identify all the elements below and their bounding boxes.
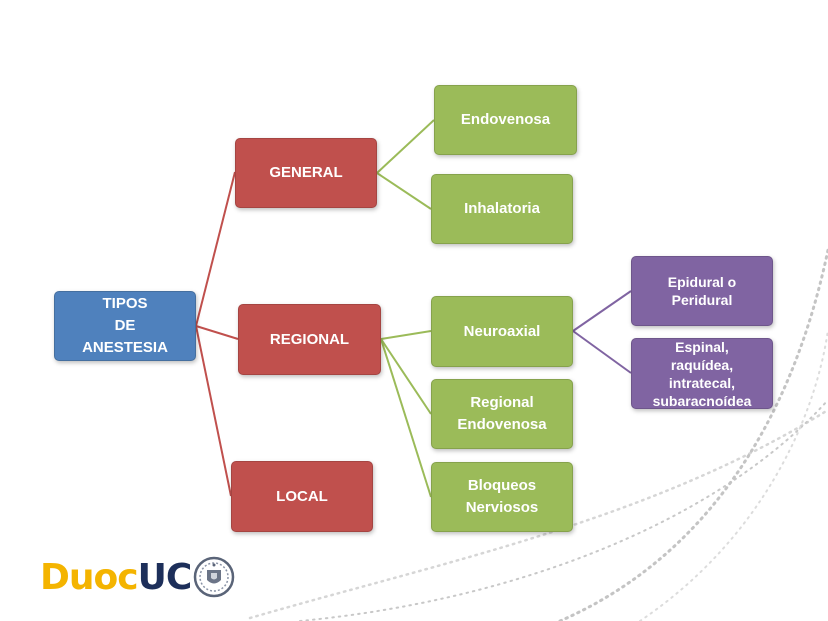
node-general: GENERAL — [235, 138, 377, 208]
link-root-local — [195, 325, 232, 497]
link-root-general — [195, 171, 236, 327]
node-regional-endovenosa: Regional Endovenosa — [431, 379, 573, 449]
link-root-regional — [195, 325, 239, 340]
node-epidural-peridural: Epidural o Peridural — [631, 256, 773, 326]
node-neuroaxial: Neuroaxial — [431, 296, 573, 367]
node-tipos-de-anestesia: TIPOS DE ANESTESIA — [54, 291, 196, 361]
node-inhalatoria: Inhalatoria — [431, 174, 573, 244]
duoc-uc-logo: Duoc UC — [40, 555, 235, 599]
node-bloqueos-nerviosos: Bloqueos Nerviosos — [431, 462, 573, 532]
node-regional: REGIONAL — [238, 304, 381, 375]
link-general-endovenosa — [376, 119, 435, 174]
link-neuroaxial-espinal — [572, 330, 632, 374]
link-regional-neuroaxial — [380, 330, 432, 340]
link-regional-regional-endovenosa — [380, 338, 432, 415]
link-general-inhalatoria — [376, 172, 432, 210]
logo-duoc-text: Duoc — [40, 556, 139, 598]
link-neuroaxial-epidural — [572, 290, 632, 332]
link-regional-bloqueos — [380, 338, 432, 498]
university-seal-icon — [194, 556, 235, 598]
node-local: LOCAL — [231, 461, 373, 532]
logo-uc-text: UC — [137, 556, 193, 598]
node-espinal: Espinal, raquídea, intratecal, subaracno… — [631, 338, 773, 409]
node-endovenosa: Endovenosa — [434, 85, 577, 155]
